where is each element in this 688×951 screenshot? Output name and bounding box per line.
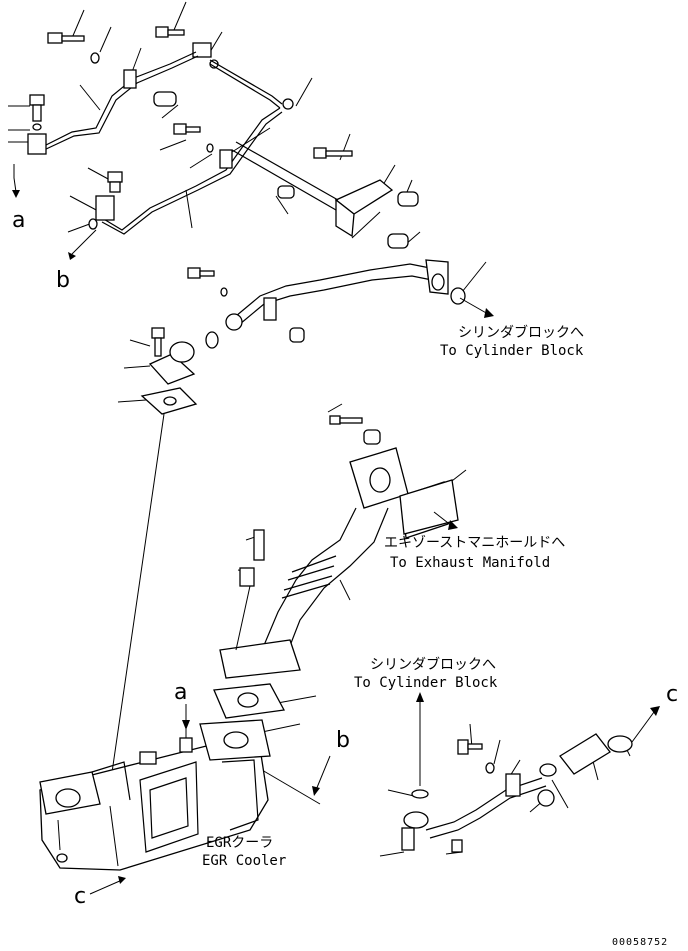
egr-cooler-label-en: EGR Cooler [202, 853, 287, 869]
arrow-a-bottom [182, 720, 190, 730]
egr-cooler-body [39, 719, 271, 871]
bolt-icon [47, 32, 85, 44]
water-pipe-upper [187, 259, 466, 349]
arrow-b-bottom [312, 755, 331, 796]
destination-exhaust-en: To Exhaust Manifold [390, 555, 551, 571]
spacer-collar-icon [153, 91, 419, 249]
egr-gasket [213, 683, 286, 719]
bracket-plate [231, 141, 394, 238]
oil-pipe-upper [43, 51, 294, 151]
leader-lines-mid-left [107, 339, 165, 801]
fitting-left-icon [27, 94, 47, 155]
arrow-to-exhaust-manifold [433, 511, 458, 530]
banjo-bolt-icon [155, 26, 185, 38]
washer-icon [90, 52, 100, 64]
elbow-fitting [140, 327, 198, 415]
oil-pipe-lower [88, 107, 283, 235]
destination-cyl-block-1-en: To Cylinder Block [440, 343, 584, 359]
ref-label-c-left: c [74, 884, 87, 909]
ref-label-b-top: b [56, 268, 70, 293]
destination-exhaust-jp: エキゾーストマニホールドへ [384, 535, 566, 551]
ref-label-a-top: a [12, 208, 26, 233]
destination-cyl-block-1-jp: シリンダブロックへ [458, 325, 584, 341]
arrow-up-cyl-block-2 [411, 692, 429, 799]
ref-label-c-right: c [666, 682, 679, 707]
ref-label-b-bottom: b [336, 728, 350, 753]
leader-lines-top [8, 1, 487, 293]
arrow-c-right [631, 706, 660, 743]
bolt-icon [173, 123, 353, 159]
ref-label-a-bottom: a [174, 680, 188, 705]
connector-fitting-icon [192, 42, 219, 69]
arrow-c-left [89, 876, 126, 895]
arrow-a-top [12, 164, 20, 198]
destination-cyl-block-2-jp: シリンダブロックへ [370, 657, 496, 673]
water-pipe-lower [401, 733, 633, 853]
egr-cooler-label-jp: EGRクーラ [206, 835, 274, 851]
gasket-exhaust [399, 479, 459, 535]
destination-cyl-block-2-en: To Cylinder Block [354, 675, 498, 691]
part-number: 00058752 [612, 937, 669, 948]
arrow-b-top [68, 229, 97, 260]
arrow-to-cyl-block-1 [459, 297, 494, 318]
